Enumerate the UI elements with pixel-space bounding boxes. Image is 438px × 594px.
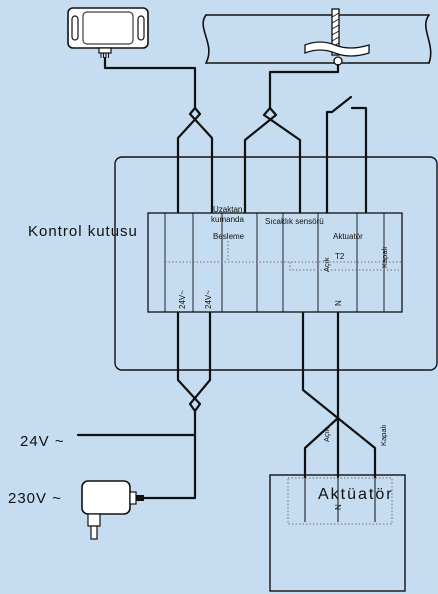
- actuator: Aktüatör N: [269, 474, 406, 592]
- sensor-wire-left: [243, 106, 278, 215]
- adapter-output-socket: [129, 491, 137, 505]
- adapter-output-plug: [136, 495, 144, 501]
- switch-wire-closed: [350, 106, 368, 215]
- supply-230v-label: 230V ~: [8, 490, 62, 507]
- actuator-housing: [269, 474, 406, 592]
- supply-wire-right: [188, 310, 212, 413]
- actuator-label-neutral: N: [334, 504, 343, 510]
- control-box-label: Kontrol kutusu: [28, 223, 138, 240]
- terminal-block: Uzaktan kumanda Sıcaklık sensörü Besleme…: [147, 205, 403, 313]
- terminal-label-power-supply: Besleme: [213, 232, 245, 241]
- power-adapter: [81, 480, 144, 540]
- terminal-label-remote-line2: kumanda: [211, 215, 244, 224]
- terminal-label-neutral: N: [334, 300, 343, 306]
- terminal-label-24v-2: 24V~: [204, 290, 213, 309]
- actuator-title: Aktüatör: [318, 486, 394, 503]
- actuator-terminals: [304, 477, 376, 522]
- sensor-cable-gland: [333, 56, 343, 66]
- actuator-cable-label-open: Açık: [322, 427, 331, 442]
- sensor-probe-hatching: [331, 12, 340, 48]
- pipe: [202, 14, 432, 64]
- terminal-label-24v-1: 24V~: [178, 290, 187, 309]
- switch-lever: [330, 95, 353, 114]
- sensor-probe: [331, 8, 340, 56]
- sensor-cable: [268, 63, 340, 110]
- remote-control-cable: [103, 56, 197, 110]
- pipe-break-left: [202, 14, 210, 64]
- wiring: [76, 56, 377, 500]
- remote-control-connector: [98, 47, 112, 54]
- remote-control-gland: [100, 53, 109, 58]
- terminal-label-t2: T2: [335, 252, 345, 261]
- remote-control-unit: [67, 7, 149, 58]
- remote-control-wire-right: [188, 106, 214, 215]
- terminal-label-remote-line1: Uzaktan: [213, 205, 242, 214]
- switch-wire-open: [325, 110, 334, 215]
- actuator-wire-b: [303, 416, 340, 479]
- terminal-label-temperature-sensor: Sıcaklık sensörü: [265, 217, 324, 226]
- mounting-slot-left: [71, 15, 79, 41]
- terminal-label-closed: Kapalı: [380, 247, 389, 268]
- control-box: [114, 156, 438, 371]
- sensor-wire-right: [262, 106, 302, 215]
- actuator-terminal-strip: [287, 477, 393, 525]
- pipe-break-right: [424, 14, 432, 64]
- remote-control-wire-left: [176, 106, 202, 215]
- supply-wire-left: [176, 310, 202, 413]
- adapter-plug-pins: [90, 525, 98, 540]
- temperature-sensor: [304, 8, 370, 66]
- terminal-label-actuator: Aktuatör: [333, 232, 363, 241]
- actuator-cable-label-closed: Kapalı: [379, 425, 388, 446]
- remote-control-body: [67, 7, 149, 49]
- supply-24v-label: 24V ~: [20, 433, 65, 450]
- mounting-slot-right: [137, 15, 145, 41]
- supply-cable: [142, 409, 197, 500]
- remote-control-face: [82, 11, 134, 45]
- terminal-label-open: Açık: [322, 257, 331, 272]
- adapter-body: [81, 480, 131, 515]
- terminal-internal-links: [165, 241, 402, 271]
- adapter-plug-neck: [87, 513, 101, 527]
- sensor-clamp: [304, 41, 370, 57]
